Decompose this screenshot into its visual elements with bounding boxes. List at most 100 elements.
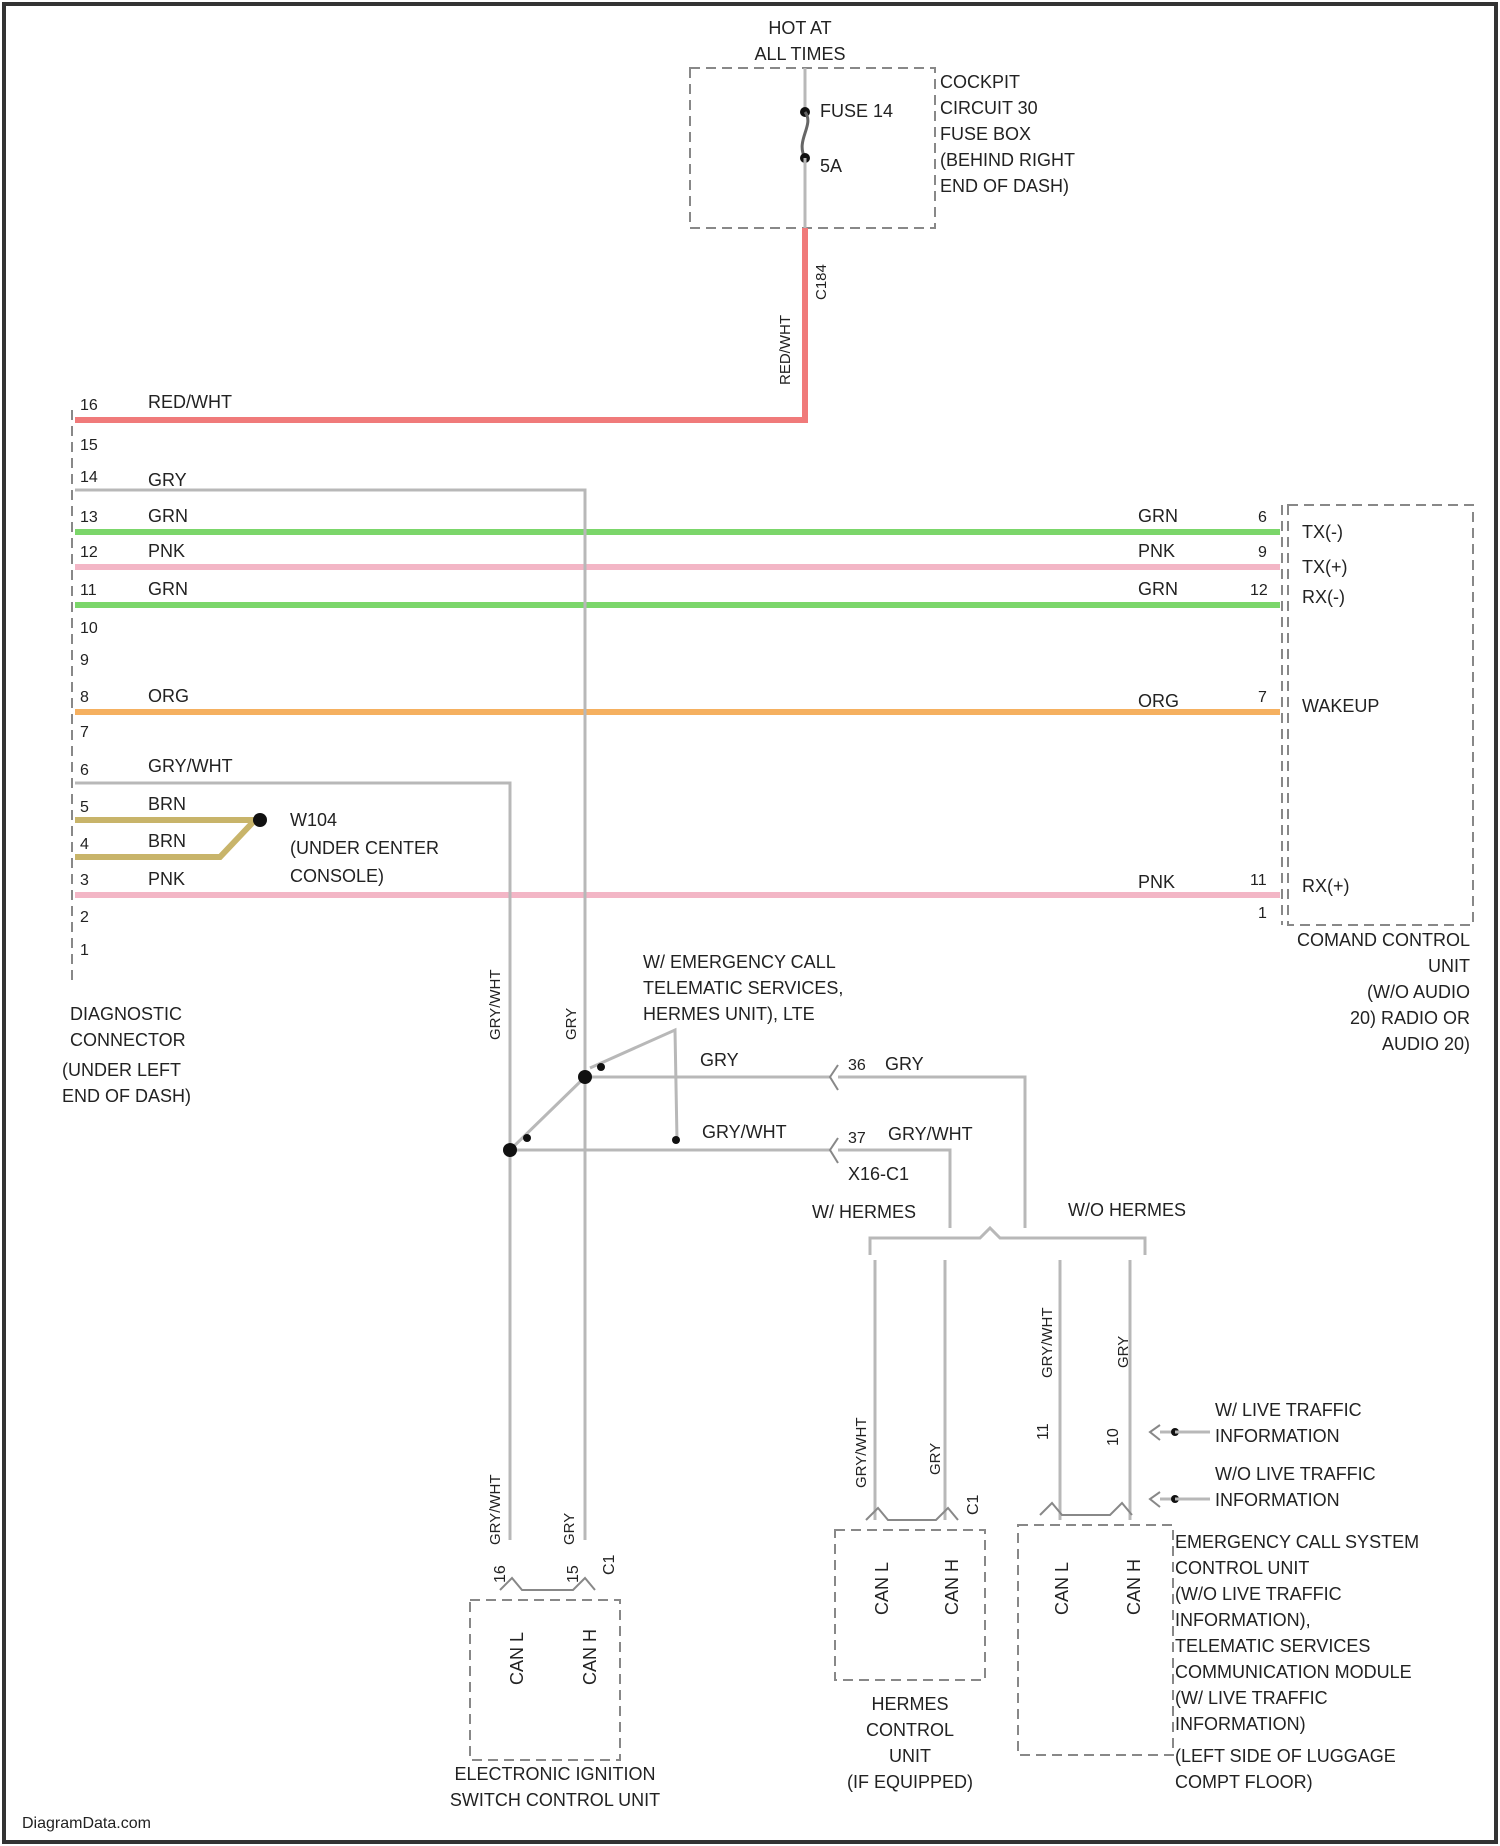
- hot-label-1: HOT AT: [768, 18, 831, 38]
- live-traffic-2a: W/O LIVE TRAFFIC: [1215, 1464, 1376, 1484]
- fuse-box-outline: [690, 68, 935, 228]
- ecall-label-7: (W/ LIVE TRAFFIC: [1175, 1688, 1328, 1708]
- diag-pin-3: 3: [80, 872, 89, 889]
- diag-wire-14-label: GRY: [148, 470, 187, 490]
- diag-pin-2: 2: [80, 909, 89, 926]
- fuse-box-desc-4: (BEHIND RIGHT: [940, 150, 1075, 170]
- comand-label-5: AUDIO 20): [1382, 1034, 1470, 1054]
- live-traffic-2b: INFORMATION: [1215, 1490, 1340, 1510]
- diag-pin-5: 5: [80, 799, 89, 816]
- splice-dot-bracket-a: [597, 1063, 605, 1071]
- ign-wire-a-label: GRY/WHT: [487, 1474, 504, 1545]
- comand-pin-6: 6: [1258, 509, 1267, 526]
- hermes-unit-outline: [835, 1530, 985, 1680]
- ign-pin-b: 15: [565, 1565, 582, 1583]
- splice-note-3: HERMES UNIT), LTE: [643, 1004, 815, 1024]
- signal-tx-minus: TX(-): [1302, 522, 1343, 542]
- ignition-switch-unit: GRY/WHT GRY 16 15 C1 CAN L CAN H ELECTRO…: [450, 1474, 660, 1810]
- diag-pin-1: 1: [80, 942, 89, 959]
- fuse-box: HOT AT ALL TIMES FUSE 14 5A COCKPIT CIRC…: [690, 18, 1075, 385]
- ecall-control-unit: GRY/WHT GRY 11 10 W/ LIVE TRAFFIC INFORM…: [1018, 1307, 1419, 1792]
- ign-label-1: ELECTRONIC IGNITION: [454, 1764, 655, 1784]
- ground-desc-2: CONSOLE): [290, 866, 384, 886]
- hermes-can-l: CAN L: [872, 1562, 892, 1615]
- live-traffic-1b: INFORMATION: [1215, 1426, 1340, 1446]
- hot-label-2: ALL TIMES: [754, 44, 845, 64]
- diag-wire-5-label: BRN: [148, 794, 186, 814]
- ground-desc-1: (UNDER CENTER: [290, 838, 439, 858]
- comand-wire-8-label: ORG: [1138, 691, 1179, 711]
- pin-36: 36: [848, 1057, 866, 1074]
- comand-label-4: 20) RADIO OR: [1350, 1008, 1470, 1028]
- ecall-pin-a: 11: [1035, 1423, 1052, 1440]
- fuse-connector-id: C184: [813, 264, 830, 300]
- live-traffic-1a: W/ LIVE TRAFFIC: [1215, 1400, 1362, 1420]
- ign-pin-a: 16: [492, 1565, 509, 1583]
- diag-connector-label-3: (UNDER LEFT: [62, 1060, 181, 1080]
- splice-dot-bracket-c: [523, 1134, 531, 1142]
- hermes-brace: [870, 1228, 1145, 1255]
- fuse-box-desc-1: COCKPIT: [940, 72, 1020, 92]
- comand-label-3: (W/O AUDIO: [1367, 982, 1470, 1002]
- splice-dot-gry-wht: [503, 1143, 517, 1157]
- ecall-wire-a-label: GRY/WHT: [1039, 1307, 1056, 1378]
- diag-wire-3-label: PNK: [148, 869, 185, 889]
- connector-36-mark: [830, 1065, 838, 1090]
- diag-pin-14: 14: [80, 469, 98, 486]
- vert-gry-wht-label: GRY/WHT: [487, 969, 504, 1040]
- comand-pin-7: 7: [1258, 689, 1267, 706]
- connector-x16-c1: X16-C1: [848, 1164, 909, 1184]
- fuse-box-desc-5: END OF DASH): [940, 176, 1069, 196]
- ign-wire-b-label: GRY: [561, 1513, 578, 1545]
- fuse-element: [802, 112, 808, 158]
- diag-connector-label-2: CONNECTOR: [70, 1030, 186, 1050]
- diag-connector-label-4: END OF DASH): [62, 1086, 191, 1106]
- signal-rx-plus: RX(+): [1302, 876, 1350, 896]
- live-traffic-switch-2: [1150, 1492, 1160, 1507]
- credit-text: DiagramData.com: [22, 1815, 151, 1832]
- splice-wire-gry: GRY: [700, 1050, 739, 1070]
- w-hermes-label: W/ HERMES: [812, 1202, 916, 1222]
- diag-wire-16-label: RED/WHT: [148, 392, 232, 412]
- diag-wire-6-label: GRY/WHT: [148, 756, 233, 776]
- ign-pin-c: C1: [601, 1554, 618, 1575]
- ign-can-l: CAN L: [507, 1632, 527, 1685]
- hermes-control-unit: GRY/WHT GRY C1 CAN L CAN H HERMES CONTRO…: [835, 1417, 985, 1792]
- diag-wire-11-label: GRN: [148, 579, 188, 599]
- hermes-label-1: HERMES: [871, 1694, 948, 1714]
- fuse-box-desc-3: FUSE BOX: [940, 124, 1031, 144]
- ecall-label-3: (W/O LIVE TRAFFIC: [1175, 1584, 1342, 1604]
- connector-37-mark: [830, 1138, 838, 1163]
- comand-pin-11: 11: [1250, 872, 1267, 889]
- ecall-can-l: CAN L: [1052, 1562, 1072, 1615]
- diag-pin-4: 4: [80, 836, 89, 853]
- diag-wire-13-label: GRN: [148, 506, 188, 526]
- ecall-label-9: (LEFT SIDE OF LUGGAGE: [1175, 1746, 1396, 1766]
- gray-wires: [75, 490, 1145, 1540]
- ecall-label-4: INFORMATION),: [1175, 1610, 1311, 1630]
- comand-label-1: COMAND CONTROL: [1297, 930, 1470, 950]
- ecall-label-8: INFORMATION): [1175, 1714, 1306, 1734]
- ecall-connector-mark: [1040, 1503, 1132, 1515]
- splice-note-2: TELEMATIC SERVICES,: [643, 978, 843, 998]
- live-traffic-switch-1: [1150, 1425, 1160, 1440]
- diag-connector-label-1: DIAGNOSTIC: [70, 1004, 182, 1024]
- hermes-pin-c: C1: [965, 1494, 982, 1515]
- diag-pin-16: 16: [80, 397, 98, 414]
- diag-wire-4-label: BRN: [148, 831, 186, 851]
- comand-pin-9: 9: [1258, 544, 1267, 561]
- splice-wire-gry-wht: GRY/WHT: [702, 1122, 787, 1142]
- signal-wakeup: WAKEUP: [1302, 696, 1379, 716]
- diag-pin-12: 12: [80, 544, 98, 561]
- ecall-unit-outline: [1018, 1525, 1173, 1755]
- comand-wire-11-label: GRN: [1138, 579, 1178, 599]
- fuse-feed-wire-label: RED/WHT: [777, 315, 794, 385]
- wo-hermes-label: W/O HERMES: [1068, 1200, 1186, 1220]
- ecall-pin-b: 10: [1105, 1428, 1122, 1446]
- ecall-label-5: TELEMATIC SERVICES: [1175, 1636, 1370, 1656]
- comand-wire-3-label: PNK: [1138, 872, 1175, 892]
- vert-gry-label: GRY: [563, 1008, 580, 1040]
- hermes-can-h: CAN H: [942, 1559, 962, 1615]
- signal-tx-plus: TX(+): [1302, 557, 1348, 577]
